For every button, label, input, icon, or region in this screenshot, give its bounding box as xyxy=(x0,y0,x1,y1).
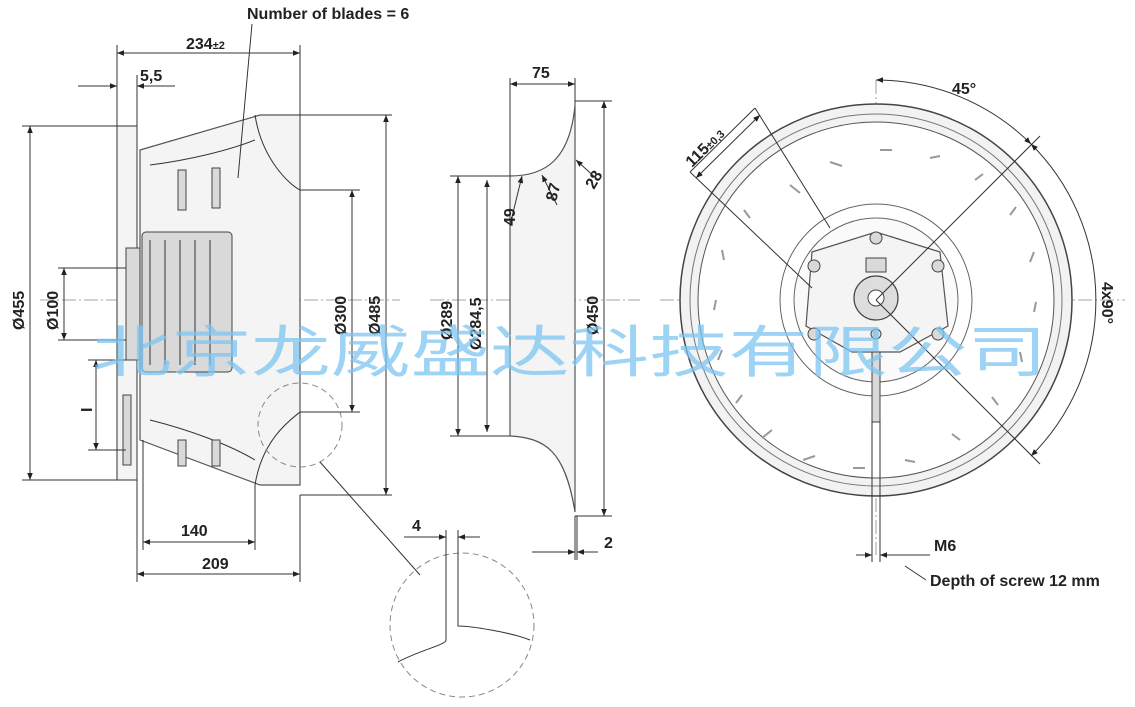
dim-l: I xyxy=(79,408,96,412)
cable xyxy=(122,394,132,466)
blade-line-1 xyxy=(149,139,256,166)
side-view: 234±2 5,5 Number of blades = 6 Ø455 Ø100… xyxy=(11,6,421,582)
note-blades: Number of blades = 6 xyxy=(247,6,409,23)
dim-49: 49 xyxy=(502,208,519,226)
dim-115: 115±0,3 xyxy=(683,125,728,170)
watermark-text: 北京龙威盛达科技有限公司 xyxy=(92,321,1047,386)
dim-234: 234±2 xyxy=(186,36,225,53)
dim-45: 45° xyxy=(952,81,976,98)
dim-100: Ø100 xyxy=(45,291,62,330)
dim-209: 209 xyxy=(202,556,229,573)
detail-enlargement-circle xyxy=(389,552,535,698)
dim-140: 140 xyxy=(181,523,208,540)
dim-455: Ø455 xyxy=(11,291,28,330)
shroud-curve-bottom xyxy=(254,411,301,486)
dim-75: 75 xyxy=(532,65,550,82)
front-view: 45° 4x90° 115±0,3 M6 Depth of screw 12 m… xyxy=(660,77,1125,590)
dim-4: 4 xyxy=(412,518,421,535)
terminal-box xyxy=(865,257,887,273)
dim-485: Ø485 xyxy=(367,296,384,335)
detail-view: 4 xyxy=(389,518,535,698)
shaft xyxy=(867,289,885,307)
dim-5-5: 5,5 xyxy=(140,68,162,85)
front-cable xyxy=(871,351,881,423)
note-screw-depth: Depth of screw 12 mm xyxy=(930,573,1100,590)
dim-289: Ø289 xyxy=(439,301,456,340)
dim-2: 2 xyxy=(604,535,613,552)
shroud-curve-top xyxy=(254,114,301,191)
blade-line-2 xyxy=(149,419,256,461)
dim-450: Ø450 xyxy=(585,296,602,335)
dim-28: 28 xyxy=(583,168,607,192)
dim-87: 87 xyxy=(543,181,564,203)
detail-circle xyxy=(257,382,343,468)
dim-m6: M6 xyxy=(934,538,956,555)
dim-284-5: Ø284,5 xyxy=(468,297,485,350)
dim-4x90: 4x90° xyxy=(1098,282,1115,324)
section-view: 75 49 87 28 Ø289 Ø284,5 Ø450 2 xyxy=(430,65,640,560)
inlet-ring-profile xyxy=(509,104,576,513)
dim-300: Ø300 xyxy=(333,296,350,335)
